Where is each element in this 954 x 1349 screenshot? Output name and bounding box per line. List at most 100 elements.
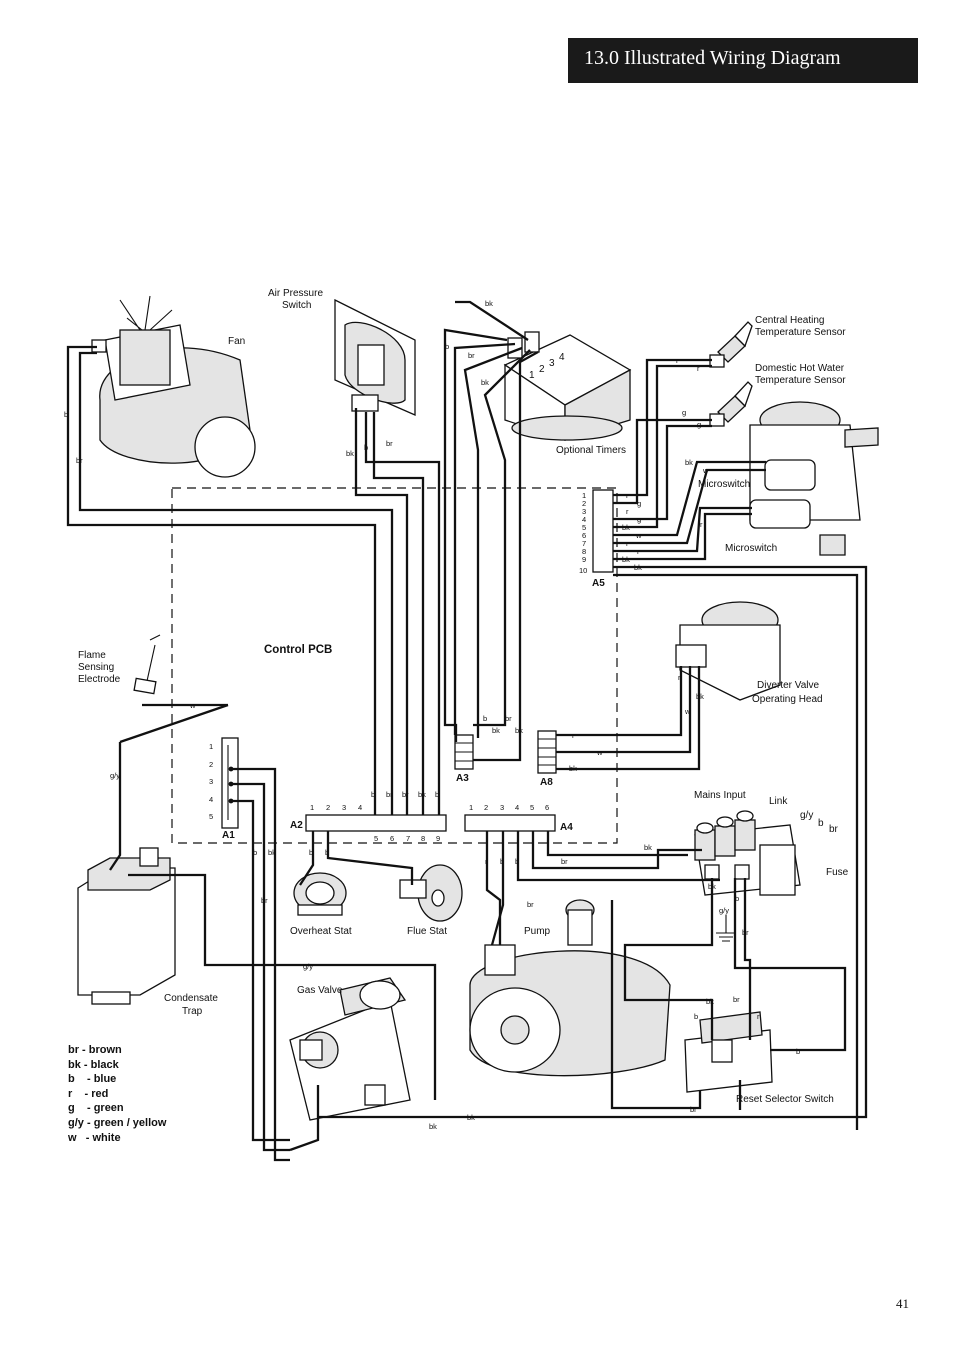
wire-code: g [637,515,641,524]
label-condensate-1: Condensate [164,993,218,1004]
wire-code: br [742,928,749,937]
pin-a4-5: 5 [530,803,534,812]
wire-code: b [515,857,519,866]
label-a4: A4 [560,822,573,833]
label-diverter-1: Diverter Valve [757,680,819,691]
wire-code: bk [515,726,523,735]
dhw-sensor-component [709,381,753,427]
label-a8: A8 [540,777,553,788]
connector-a8 [537,730,557,774]
flame-electrode-component [133,634,161,695]
pin-a1-4: 4 [209,795,213,804]
pin-a4-4: 4 [515,803,519,812]
diverter-head-component [675,601,781,701]
wire-code: r [572,731,575,740]
label-aps-1: Air Pressure [268,288,323,299]
wire-code: bk [485,299,493,308]
wire-code: w [684,707,691,716]
legend-item: r - red [68,1087,109,1100]
label-fan: Fan [228,336,245,347]
wire-code: b [364,443,368,452]
label-ch-sensor-2: Temperature Sensor [755,327,846,338]
wire-code: bk [569,764,577,773]
wire-code: b [325,848,329,857]
wire-code: g [682,408,686,417]
connector-a3 [454,734,474,770]
label-flame-1: Flame [78,650,106,661]
wire-code: bk [708,882,716,891]
header-bar: 13.0 Illustrated Wiring Diagram [568,38,918,83]
gas-valve-component [289,977,411,1121]
wire-code: r [693,512,696,521]
pin-a1-5: 5 [209,812,213,821]
pin-a5-10: 10 [579,566,587,575]
label-microswitch-1: Microswitch [698,479,750,490]
wire-code: br [561,857,568,866]
label-flame-3: Electrode [78,674,121,685]
wire-code: g/y [800,810,813,821]
wire-code: g/y [719,906,729,915]
pin-a5-8: 8 [582,547,586,556]
wire-code: bk [706,997,714,1006]
overheat-stat-component [293,872,347,916]
wire-code: g/y [303,962,313,971]
wire-code: w [596,748,603,757]
pin-numbers: 1 2 3 4 5 1 2 3 4 5 6 7 8 9 1 2 3 4 5 6 … [209,352,587,843]
wire-code: b [435,790,439,799]
wire-code: r [626,507,629,516]
wire-code: br [733,995,740,1004]
pin-a5-4: 4 [582,515,586,524]
label-link: Link [769,796,788,807]
legend-item: bk - black [68,1058,119,1071]
connector-a5 [592,489,614,573]
label-a2: A2 [290,820,303,831]
wire-code: b [371,790,375,799]
label-a1: A1 [222,830,235,841]
wire-code: br [829,824,839,835]
wire-code: r [757,1012,760,1021]
wire-code: bk [481,378,489,387]
pin-a4-6: 6 [545,803,549,812]
connector-labels: A1 A2 A3 A4 A5 A8 [222,578,605,841]
wire-code: bk [634,563,642,572]
label-mains-input: Mains Input [694,790,746,801]
wire-code: bk [622,555,630,564]
label-condensate-2: Trap [182,1006,203,1017]
optional-timers-component [503,331,632,441]
wire-code: bk [644,843,652,852]
pin-a5-1: 1 [582,491,586,500]
component-labels: Fan Air Pressure Switch Optional Timers … [78,288,849,1105]
wire-code: r [678,673,681,682]
pin-a2-8: 8 [421,834,425,843]
pin-a5-7: 7 [582,539,586,548]
wire-code: br [76,456,83,465]
pin-a1-1: 1 [209,742,213,751]
label-dhw-sensor-2: Temperature Sensor [755,375,846,386]
wire-code: w [189,701,196,710]
legend-item: g/y - green / yellow [68,1116,167,1129]
label-a3: A3 [456,773,469,784]
wire-code: r [626,539,629,548]
pin-a2-1: 1 [310,803,314,812]
legend-item: w - white [68,1131,121,1144]
label-optional-timers: Optional Timers [556,445,626,456]
pin-a5-6: 6 [582,531,586,540]
pin-timer-4: 4 [559,352,565,363]
wire-code: bk [418,790,426,799]
label-overheat-stat: Overheat Stat [290,926,352,937]
legend-item: g - green [68,1102,124,1115]
page-number: 41 [896,1296,909,1311]
pin-a2-5: 5 [374,834,378,843]
pin-a2-7: 7 [406,834,410,843]
label-aps-2: Switch [282,300,311,311]
wire-code: bk [467,1113,475,1122]
wire-code: g [637,499,641,508]
wire-code: bk [696,692,704,701]
pcb-boundary [171,487,618,844]
wire-code: bk [492,726,500,735]
wire-code: br [527,900,534,909]
wire-code: br [690,1105,697,1114]
wire-code: bk [685,458,693,467]
wire-code: r [637,547,640,556]
connector-a4 [464,814,556,832]
